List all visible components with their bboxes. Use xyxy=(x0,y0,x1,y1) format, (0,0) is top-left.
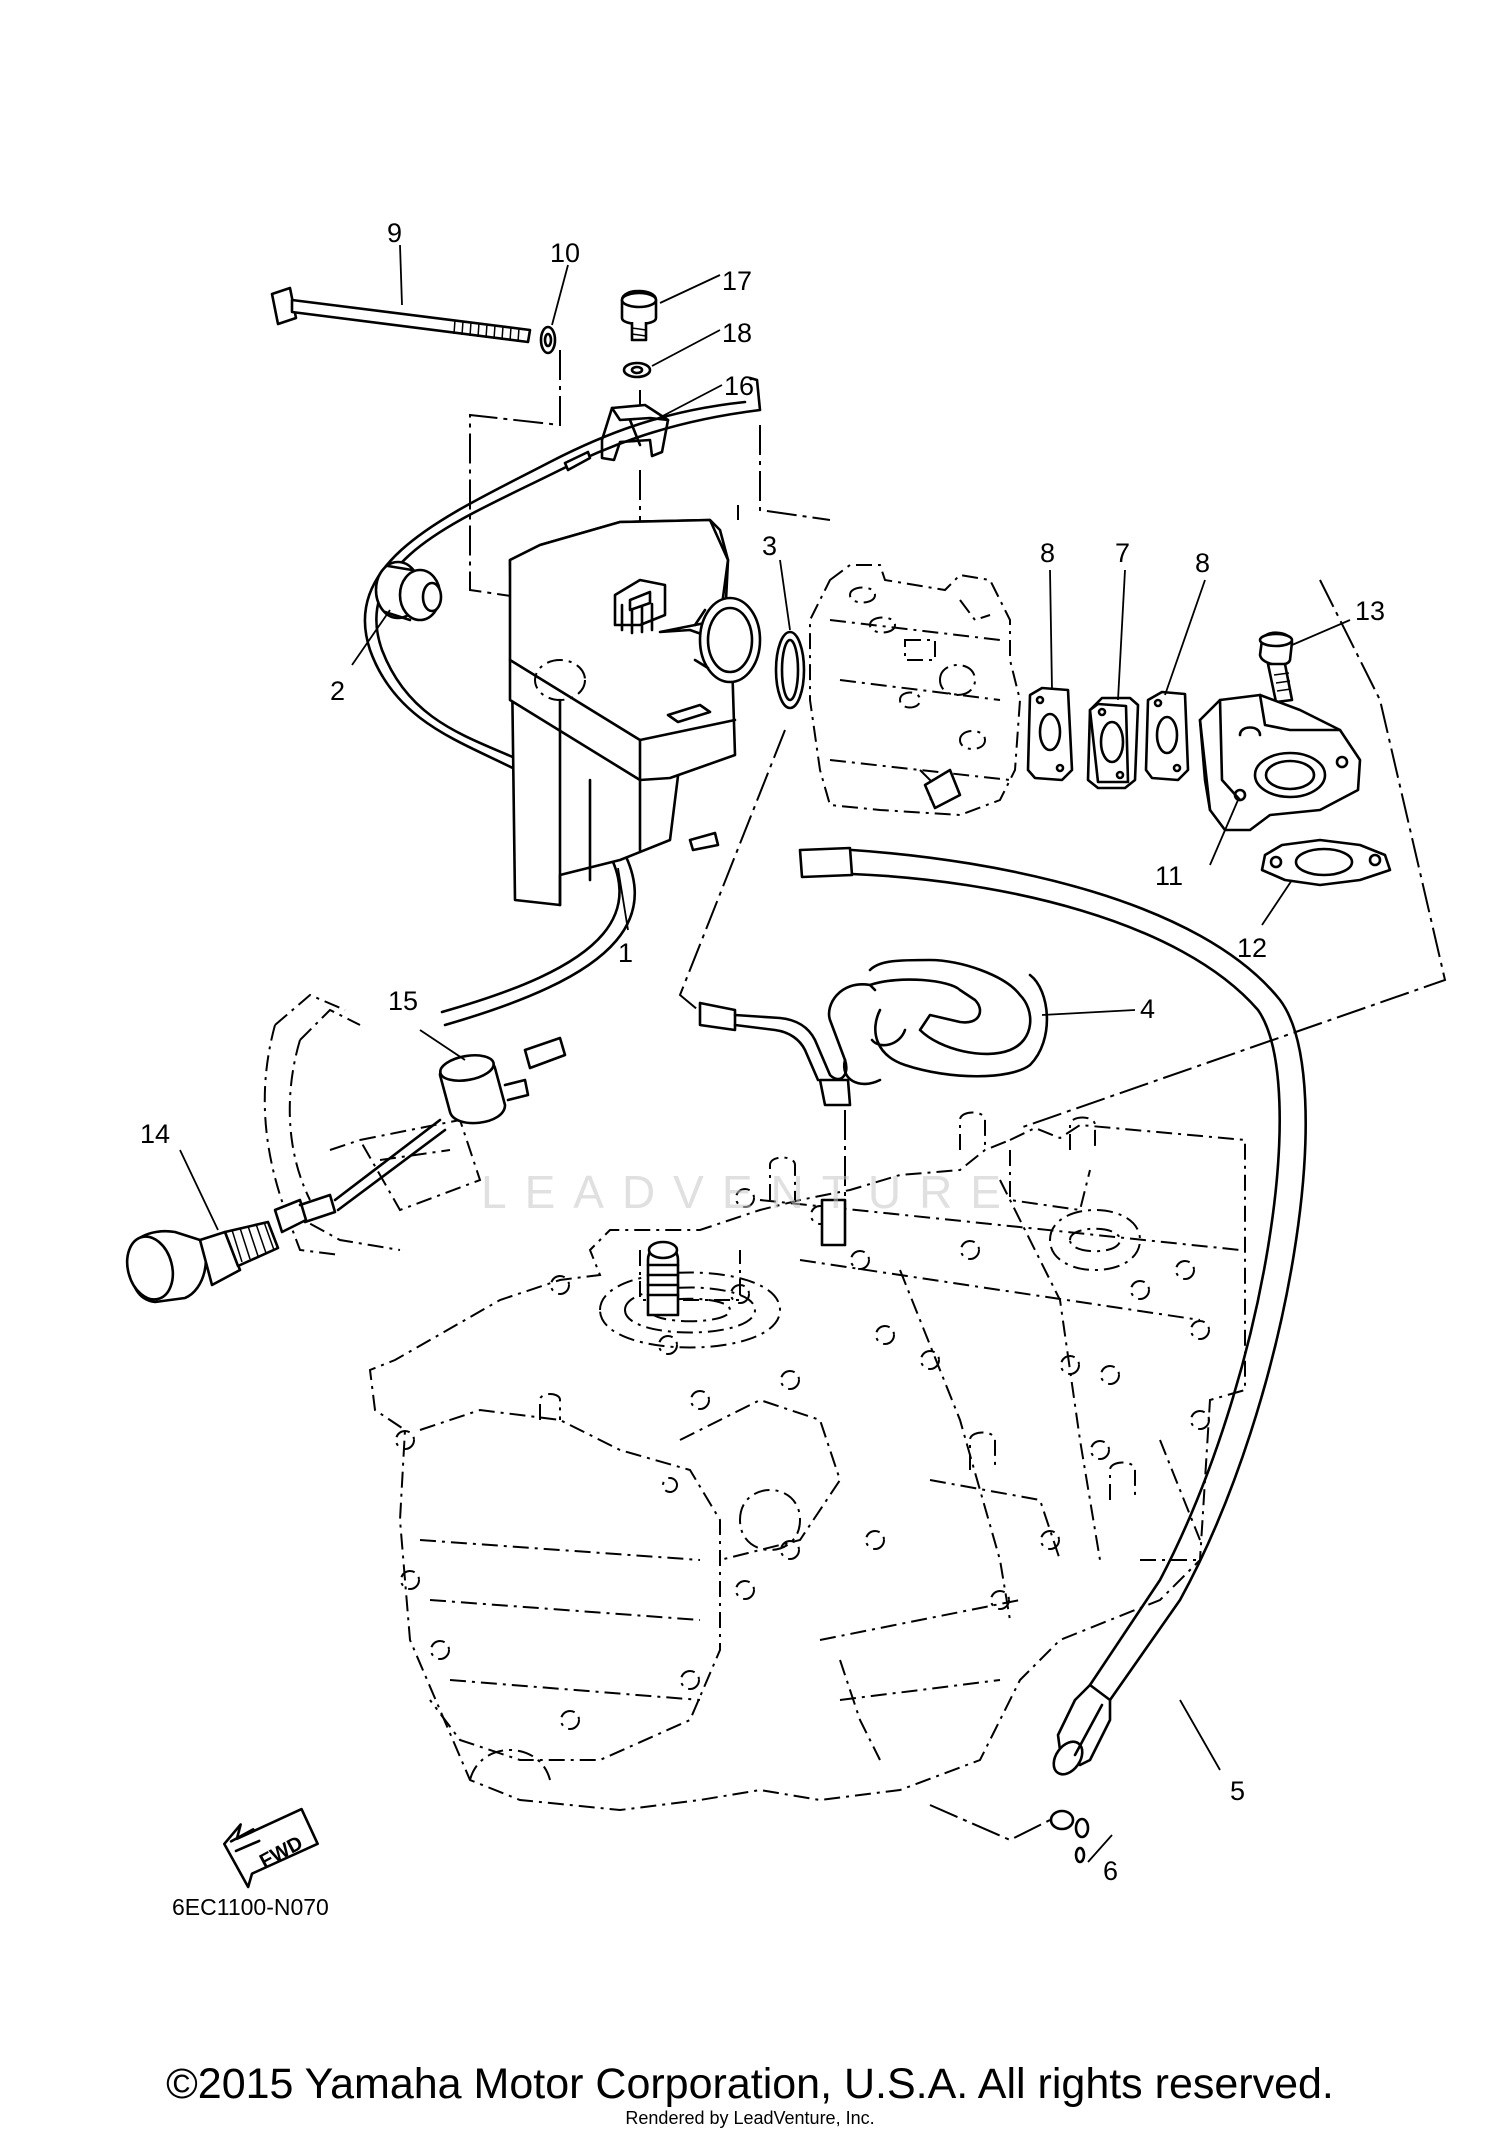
callout-17: 17 xyxy=(722,266,752,296)
callout-3: 3 xyxy=(762,531,777,561)
assembly-chain-lines xyxy=(469,350,1447,1842)
long-bolt-part-9[interactable] xyxy=(270,286,532,344)
callout-1: 1 xyxy=(618,938,633,968)
callout-10: 10 xyxy=(550,238,580,268)
callout-6: 6 xyxy=(1103,1856,1118,1886)
bolt-part-17[interactable] xyxy=(620,289,658,342)
gasket-part-12[interactable] xyxy=(1260,838,1392,887)
callout-13: 13 xyxy=(1355,596,1385,626)
callout-11: 11 xyxy=(1155,861,1183,891)
washer-part-18[interactable] xyxy=(622,361,652,379)
callout-leaders xyxy=(179,244,1351,1863)
hose-clip-part-6[interactable] xyxy=(1049,1809,1090,1864)
callout-numbers: 9 10 17 18 16 3 2 8 7 8 13 11 12 4 1 15 … xyxy=(140,218,1385,1886)
o-ring-part-3[interactable] xyxy=(774,630,806,710)
washer-part-10[interactable] xyxy=(539,325,557,355)
callout-2: 2 xyxy=(330,676,345,706)
callout-4: 4 xyxy=(1140,994,1155,1024)
callout-5: 5 xyxy=(1230,1776,1245,1806)
diagram-code: 6EC1100-N070 xyxy=(172,1894,329,1920)
exploded-view-drawing: FWD 6EC1100-N070 9 10 17 18 16 3 2 8 7 xyxy=(120,218,1447,1920)
choke-knob-part-14[interactable] xyxy=(120,1118,447,1305)
callout-16: 16 xyxy=(724,371,754,401)
intake-manifold-part-11[interactable] xyxy=(1198,693,1362,832)
callout-8-a: 8 xyxy=(1040,538,1055,568)
callout-9: 9 xyxy=(387,218,402,248)
cable-clamp-part-16[interactable] xyxy=(600,403,670,462)
hose-part-4[interactable] xyxy=(698,958,1049,1107)
callout-15: 15 xyxy=(388,986,418,1016)
spacer-part-7[interactable] xyxy=(1086,696,1140,790)
intake-silencer-part-1[interactable] xyxy=(508,518,762,907)
choke-cable xyxy=(363,376,762,1027)
callout-14: 14 xyxy=(140,1119,170,1149)
engine-block-outline xyxy=(368,1111,1246,1812)
hose-part-5[interactable] xyxy=(798,846,1307,1780)
leadventure-watermark: LEADVENTURE xyxy=(481,1166,1019,1218)
callout-7: 7 xyxy=(1115,538,1130,568)
fwd-arrow-icon: FWD xyxy=(222,1807,319,1889)
carburetor-outline xyxy=(809,564,1022,817)
callout-18: 18 xyxy=(722,318,752,348)
gasket-part-8-a[interactable] xyxy=(1026,686,1074,782)
grommet-part-2[interactable] xyxy=(374,560,443,622)
callout-8-b: 8 xyxy=(1195,548,1210,578)
bolt-part-13[interactable] xyxy=(1258,631,1294,704)
grommet-part-15[interactable] xyxy=(438,1036,567,1125)
copyright-notice: ©2015 Yamaha Motor Corporation, U.S.A. A… xyxy=(166,2060,1334,2108)
callout-12: 12 xyxy=(1237,933,1267,963)
rendered-by-notice: Rendered by LeadVenture, Inc. xyxy=(625,2108,875,2128)
gasket-part-8-b[interactable] xyxy=(1144,690,1190,782)
